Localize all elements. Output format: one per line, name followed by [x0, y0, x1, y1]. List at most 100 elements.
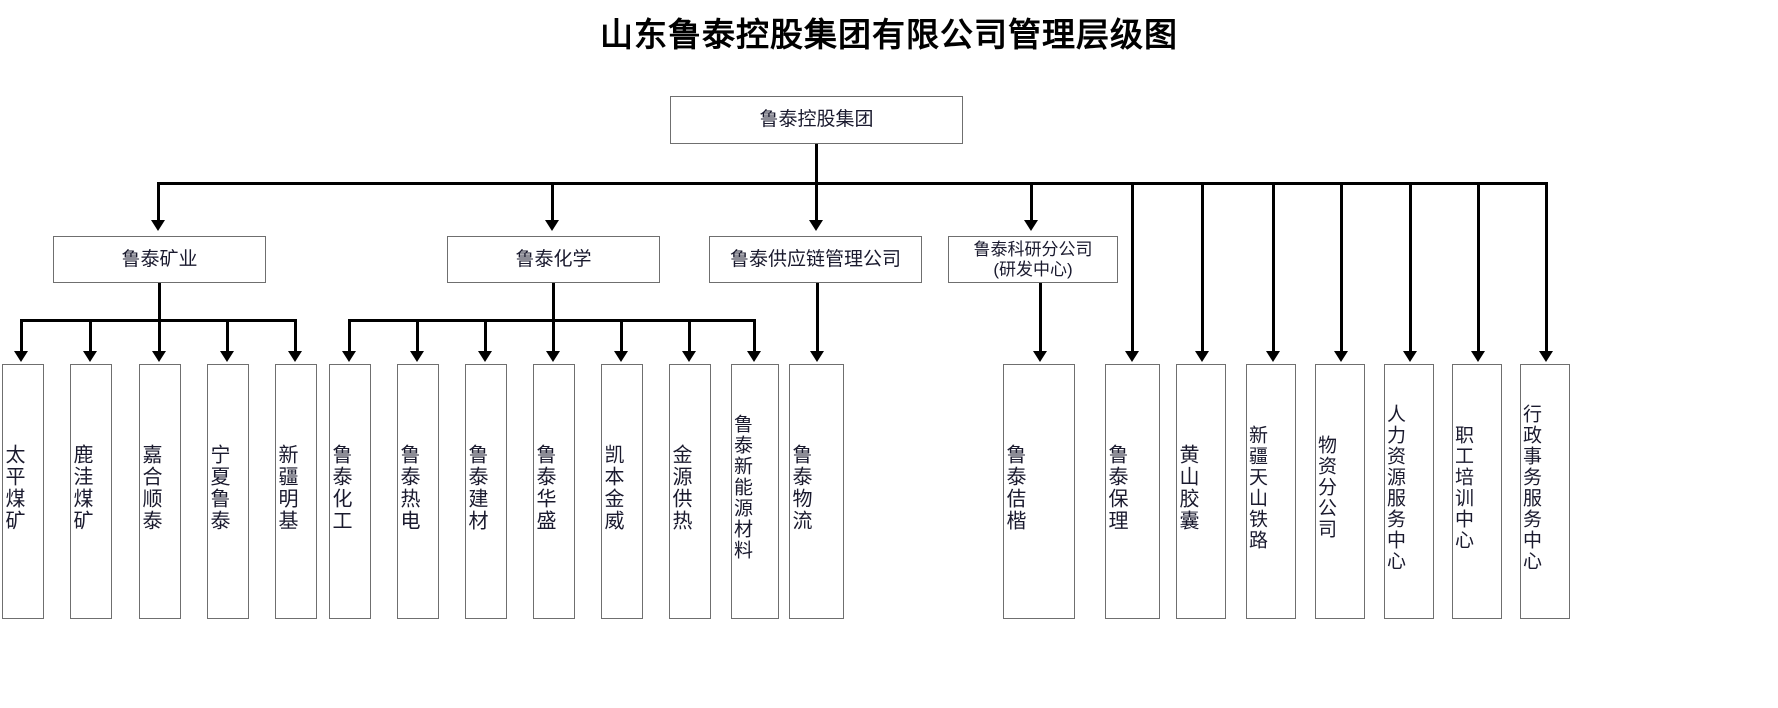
- node-label-line1: 鲁泰科研分公司: [973, 240, 1093, 260]
- arrow-down-icon: [151, 220, 165, 231]
- connector-mining-drop-2: [158, 319, 161, 353]
- arrow-down-icon: [682, 351, 696, 362]
- connector-bus-drop-supply: [815, 182, 818, 222]
- arrow-down-icon: [14, 351, 28, 362]
- node-leaf-chemical-0[interactable]: 鲁泰化工: [329, 364, 371, 619]
- connector-chemical-drop-2: [484, 319, 487, 353]
- node-division-research[interactable]: 鲁泰科研分公司 (研发中心): [948, 236, 1118, 283]
- node-label: 物资分公司: [1315, 435, 1336, 540]
- node-leaf-chemical-6[interactable]: 鲁泰新能源材料: [731, 364, 779, 619]
- node-label: 鲁泰华盛: [533, 443, 555, 532]
- arrow-down-icon: [1334, 351, 1348, 362]
- node-label: 新疆天山铁路: [1246, 424, 1267, 551]
- node-leaf-direct-2[interactable]: 黄山胶囊: [1176, 364, 1226, 619]
- arrow-down-icon: [410, 351, 424, 362]
- connector-direct-drop-6: [1477, 182, 1480, 353]
- connector-mining-stem: [158, 283, 161, 319]
- connector-bus-drop-research: [1030, 182, 1033, 222]
- node-leaf-chemical-2[interactable]: 鲁泰建材: [465, 364, 507, 619]
- node-leaf-mining-4[interactable]: 新疆明基: [275, 364, 317, 619]
- connector-chemical-drop-6: [753, 319, 756, 353]
- connector-direct-drop-7: [1545, 182, 1548, 353]
- connector-direct-drop-3: [1272, 182, 1275, 353]
- arrow-down-icon: [83, 351, 97, 362]
- node-label: 金源供热: [669, 443, 691, 532]
- node-label: 鲁泰化学: [515, 248, 592, 270]
- node-leaf-chemical-5[interactable]: 金源供热: [669, 364, 711, 619]
- node-label: 太平煤矿: [2, 443, 24, 532]
- connector-chemical-drop-3: [552, 319, 555, 353]
- node-leaf-direct-4[interactable]: 物资分公司: [1315, 364, 1365, 619]
- connector-chemical-drop-0: [348, 319, 351, 353]
- node-leaf-direct-5[interactable]: 人力资源服务中心: [1384, 364, 1434, 619]
- arrow-down-icon: [1195, 351, 1209, 362]
- node-leaf-chemical-1[interactable]: 鲁泰热电: [397, 364, 439, 619]
- node-label-line2: (研发中心): [993, 259, 1073, 279]
- connector-root-stem: [815, 144, 818, 182]
- node-leaf-mining-3[interactable]: 宁夏鲁泰: [207, 364, 249, 619]
- arrow-down-icon: [1539, 351, 1553, 362]
- node-label: 新疆明基: [275, 443, 297, 532]
- connector-direct-drop-4: [1340, 182, 1343, 353]
- arrow-down-icon: [809, 220, 823, 231]
- connector-mining-drop-1: [89, 319, 92, 353]
- arrow-down-icon: [1403, 351, 1417, 362]
- connector-chemical-drop-1: [416, 319, 419, 353]
- node-label: 黄山胶囊: [1176, 443, 1198, 532]
- connector-mining-drop-3: [226, 319, 229, 353]
- node-division-supply-chain[interactable]: 鲁泰供应链管理公司: [709, 236, 922, 283]
- node-leaf-direct-3[interactable]: 新疆天山铁路: [1246, 364, 1296, 619]
- node-label: 鲁泰化工: [329, 443, 351, 532]
- node-leaf-direct-7[interactable]: 行政事务服务中心: [1520, 364, 1570, 619]
- connector-chemical-drop-5: [688, 319, 691, 353]
- node-division-chemical[interactable]: 鲁泰化学: [447, 236, 660, 283]
- arrow-down-icon: [478, 351, 492, 362]
- arrow-down-icon: [546, 351, 560, 362]
- connector-chemical-drop-4: [620, 319, 623, 353]
- connector-bus-drop-mining: [157, 182, 160, 222]
- arrow-down-icon: [1471, 351, 1485, 362]
- node-label: 鲁泰控股集团: [759, 109, 874, 131]
- arrow-down-icon: [747, 351, 761, 362]
- connector-direct-drop-5: [1409, 182, 1412, 353]
- node-root-group[interactable]: 鲁泰控股集团: [670, 96, 963, 144]
- node-label: 鲁泰物流: [789, 443, 811, 532]
- node-label: 行政事务服务中心: [1520, 403, 1541, 572]
- node-label: 凯本金威: [601, 443, 623, 532]
- node-leaf-mining-1[interactable]: 鹿洼煤矿: [70, 364, 112, 619]
- arrow-down-icon: [1125, 351, 1139, 362]
- arrow-down-icon: [342, 351, 356, 362]
- node-label: 宁夏鲁泰: [207, 443, 229, 532]
- page-title: 山东鲁泰控股集团有限公司管理层级图: [600, 15, 1178, 54]
- node-leaf-mining-0[interactable]: 太平煤矿: [2, 364, 44, 619]
- node-label: 鲁泰保理: [1105, 443, 1127, 532]
- node-leaf-chemical-3[interactable]: 鲁泰华盛: [533, 364, 575, 619]
- connector-mining-drop-4: [294, 319, 297, 353]
- arrow-down-icon: [614, 351, 628, 362]
- node-leaf-chemical-4[interactable]: 凯本金威: [601, 364, 643, 619]
- connector-bus-drop-chemical: [551, 182, 554, 222]
- arrow-down-icon: [1266, 351, 1280, 362]
- arrow-down-icon: [288, 351, 302, 362]
- node-division-mining[interactable]: 鲁泰矿业: [53, 236, 266, 283]
- node-leaf-supply-0[interactable]: 鲁泰物流: [789, 364, 844, 619]
- node-leaf-mining-2[interactable]: 嘉合顺泰: [139, 364, 181, 619]
- node-label: 鹿洼煤矿: [70, 443, 92, 532]
- node-leaf-direct-0[interactable]: 鲁泰佶楷: [1003, 364, 1075, 619]
- node-label: 鲁泰新能源材料: [731, 414, 752, 561]
- node-label: 鲁泰佶楷: [1003, 443, 1025, 532]
- node-label: 鲁泰矿业: [121, 248, 198, 270]
- node-leaf-direct-6[interactable]: 职工培训中心: [1452, 364, 1502, 619]
- arrow-down-icon: [1024, 220, 1038, 231]
- arrow-down-icon: [220, 351, 234, 362]
- connector-mining-drop-0: [20, 319, 23, 353]
- node-label: 职工培训中心: [1452, 424, 1473, 551]
- connector-chemical-stem: [552, 283, 555, 319]
- node-leaf-direct-1[interactable]: 鲁泰保理: [1105, 364, 1160, 619]
- node-label: 鲁泰热电: [397, 443, 419, 532]
- node-label: 鲁泰供应链管理公司: [729, 248, 901, 270]
- node-label: 鲁泰建材: [465, 443, 487, 532]
- connector-supply-stem: [816, 283, 819, 353]
- node-label: 人力资源服务中心: [1384, 403, 1405, 572]
